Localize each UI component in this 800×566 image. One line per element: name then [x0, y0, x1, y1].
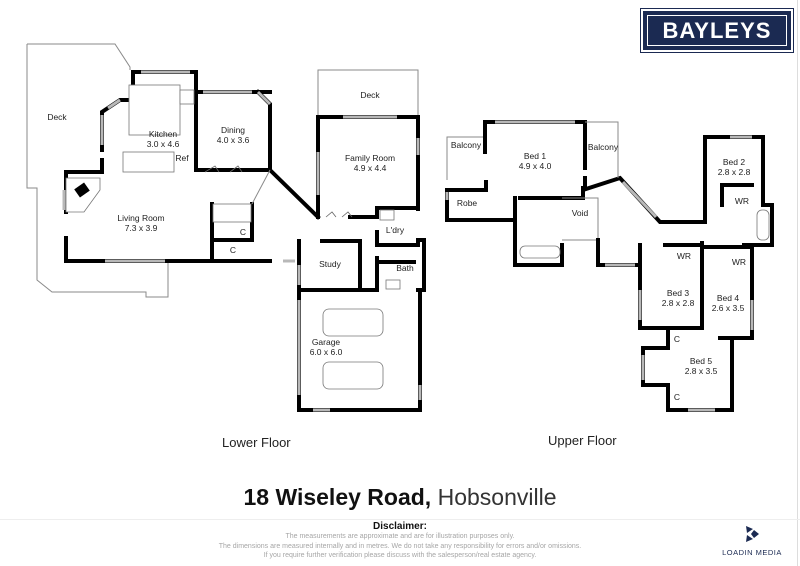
upper-floor-label: Upper Floor	[548, 433, 617, 448]
room-label: Bed 4	[717, 293, 739, 303]
room-label: 2.6 x 3.5	[712, 303, 745, 313]
room-label: C	[674, 334, 680, 344]
bayleys-logo: BAYLEYS	[640, 8, 794, 53]
page-edge	[797, 0, 798, 566]
bed3-wall	[638, 241, 704, 330]
room-label: 4.9 x 4.4	[354, 163, 387, 173]
room-label: WR	[677, 251, 691, 261]
room-label: Ref	[175, 153, 189, 163]
living-south-wall	[64, 236, 214, 263]
room-label: WR	[735, 196, 749, 206]
brand-name: BAYLEYS	[662, 17, 772, 43]
room-label: Bath	[396, 263, 414, 273]
deck-outline	[27, 43, 131, 70]
property-address: 18 Wiseley Road, Hobsonville	[0, 484, 800, 511]
disclaimer: Disclaimer: The measurements are approxi…	[0, 521, 800, 561]
room-label: Bed 1	[524, 151, 546, 161]
room-label: Deck	[47, 112, 67, 122]
bathtub	[519, 245, 561, 259]
room-label: Dining	[221, 125, 245, 135]
stairs	[212, 203, 252, 223]
play-logo-icon	[746, 526, 759, 542]
room-label: 2.8 x 2.8	[718, 167, 751, 177]
bathtub	[756, 209, 770, 241]
room-label: Living Room	[117, 213, 164, 223]
stair-wall	[210, 202, 272, 263]
media-name: LOADIN MEDIA	[722, 548, 782, 557]
laundry-tub	[379, 209, 395, 221]
kitchen-bay-wall	[100, 98, 135, 152]
car-icon	[322, 361, 384, 390]
room-label: WR	[732, 257, 746, 267]
disclaimer-line: The dimensions are measured internally a…	[218, 542, 582, 550]
room-label: Deck	[360, 90, 380, 100]
disclaimer-title: Disclaimer:	[373, 521, 427, 532]
room-label: Family Room	[345, 153, 395, 163]
room-label: 4.0 x 3.6	[217, 135, 250, 145]
bath-vanity	[385, 279, 401, 290]
room-label: Kitchen	[149, 129, 178, 139]
cooktop	[179, 89, 195, 105]
address-suburb: Hobsonville	[437, 484, 557, 510]
diagonal-wall	[267, 167, 321, 220]
room-label: 6.0 x 6.0	[310, 347, 343, 357]
fireplace-icon	[74, 182, 90, 198]
deck-outline-left	[26, 44, 169, 298]
room-label: 3.0 x 4.6	[147, 139, 180, 149]
room-label: Void	[572, 208, 589, 218]
robe-wall	[445, 180, 517, 222]
dining-doors	[204, 165, 243, 173]
family-doors	[325, 211, 353, 218]
room-label: C	[674, 392, 680, 402]
bed2-wall	[703, 135, 774, 247]
address-street: 18 Wiseley Road,	[243, 484, 432, 510]
logo-inner-border	[647, 15, 787, 46]
disclaimer-line: If you require further verification plea…	[263, 552, 537, 559]
room-label: Study	[319, 259, 341, 269]
divider	[0, 519, 800, 520]
room-label: L'dry	[386, 225, 405, 235]
room-label: Balcony	[451, 140, 482, 150]
disclaimer-line: The measurements are approximate and are…	[285, 533, 515, 540]
car-icon	[322, 308, 384, 337]
room-label: 2.8 x 3.5	[685, 366, 718, 376]
kitchen-island	[128, 84, 181, 136]
room-label: Garage	[312, 337, 341, 347]
lower-floor-label: Lower Floor	[222, 435, 291, 450]
room-label: Bed 5	[690, 356, 712, 366]
room-label: 2.8 x 2.8	[662, 298, 695, 308]
upper-floor-plan: Balcony Bed 1 4.9 x 4.0 Balcony Robe Voi…	[445, 120, 774, 412]
laundry-bath-wall	[375, 230, 426, 292]
room-label: 7.3 x 3.9	[125, 223, 158, 233]
room-label: Bed 2	[723, 157, 745, 167]
bed5-wall	[641, 326, 734, 412]
room-label: Balcony	[588, 142, 619, 152]
kitchen-bench	[122, 151, 175, 173]
room-label: C	[240, 227, 246, 237]
lower-floor-plan: Deck Kitchen 3.0 x 4.6 Ref Dining 4.0 x …	[26, 43, 426, 412]
loadin-media-logo: LOADIN MEDIA	[712, 525, 792, 557]
room-label: 4.9 x 4.0	[519, 161, 552, 171]
room-label: Bed 3	[667, 288, 689, 298]
room-label: Robe	[457, 198, 478, 208]
room-label: C	[230, 245, 236, 255]
